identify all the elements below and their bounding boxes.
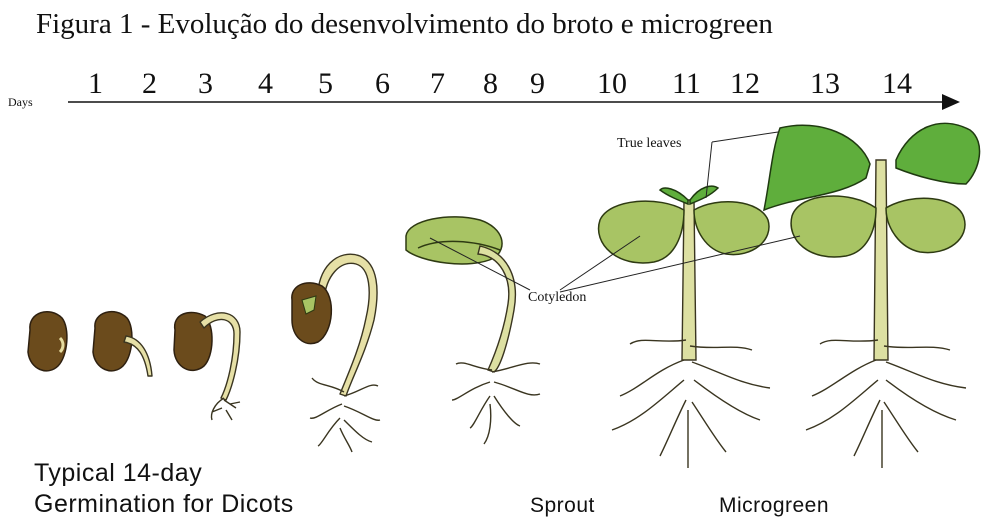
timeline-axis-label: Days	[8, 95, 33, 109]
seedling-day-5	[292, 254, 380, 452]
day-label: 8	[483, 67, 498, 100]
diagram-title-line-2: Germination for Dicots	[34, 490, 294, 518]
microgreen-day-14	[764, 123, 980, 468]
seedling-day-11	[599, 186, 770, 468]
day-label: 2	[142, 67, 157, 100]
day-label: 12	[730, 67, 760, 100]
day-label: 13	[810, 67, 840, 100]
day-label: 1	[88, 67, 103, 100]
diagram-title-line-1: Typical 14-day	[34, 459, 202, 487]
sprout-day-8	[406, 217, 540, 444]
day-label: 5	[318, 67, 333, 100]
true-leaves-label: True leaves	[617, 136, 681, 151]
day-label: 6	[375, 67, 390, 100]
day-label: 7	[430, 67, 445, 100]
seed-day-2	[93, 312, 152, 376]
day-label: 4	[258, 67, 273, 100]
timeline-arrow-head	[942, 94, 960, 110]
day-label: 10	[597, 67, 627, 100]
seed-day-3	[174, 312, 240, 420]
day-label: 14	[882, 67, 912, 100]
stage-label-sprout: Sprout	[530, 494, 595, 517]
timeline: Days 1 2 3 4 5 6 7 8 9 10 11 12 13 14	[8, 67, 960, 110]
day-label: 11	[672, 67, 701, 100]
day-label: 3	[198, 67, 213, 100]
day-label: 9	[530, 67, 545, 100]
stage-label-microgreen: Microgreen	[719, 494, 829, 517]
cotyledon-label: Cotyledon	[528, 290, 586, 305]
seed-day-1	[28, 312, 67, 371]
